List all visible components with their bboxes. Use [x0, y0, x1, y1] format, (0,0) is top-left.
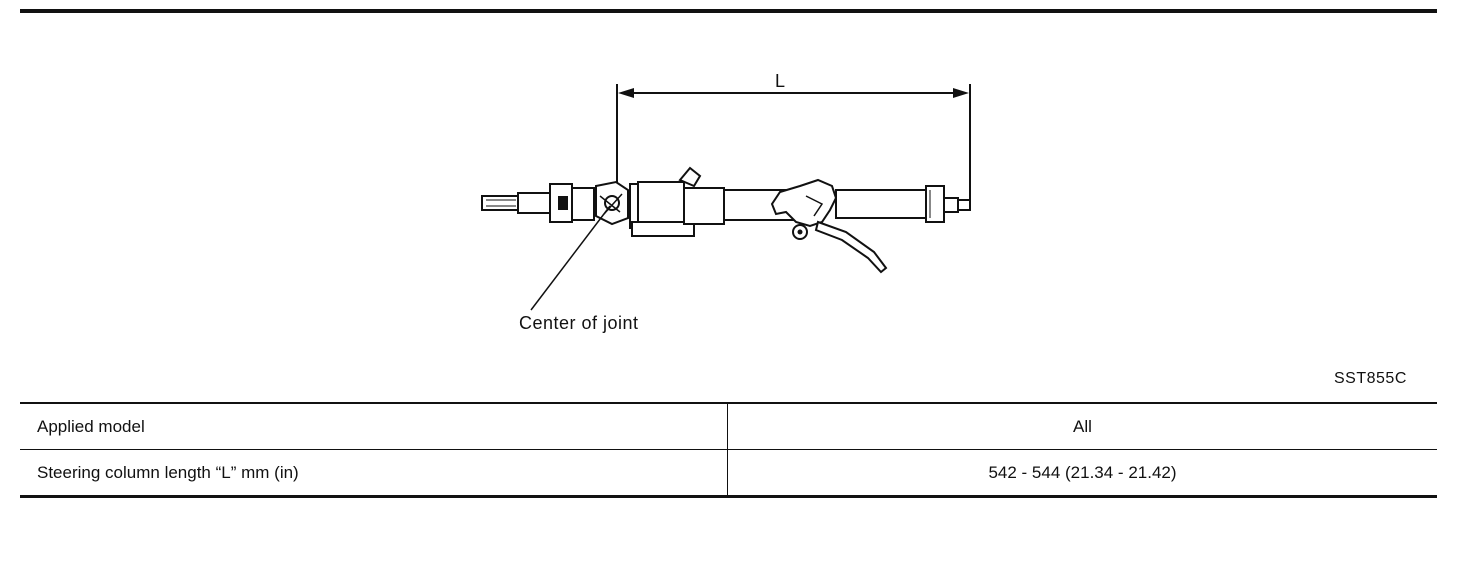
row-label: Steering column length “L” mm (in) — [20, 449, 728, 498]
center-of-joint-callout: Center of joint — [519, 313, 639, 333]
row-value: 542 - 544 (21.34 - 21.42) — [727, 449, 1437, 498]
top-rule — [20, 9, 1437, 13]
row-value: All — [727, 402, 1437, 450]
figure-code: SST855C — [1334, 370, 1407, 387]
steering-column-drawing — [481, 84, 971, 311]
table-row: Applied model All — [20, 402, 1437, 450]
steering-column-illustration — [470, 60, 990, 340]
table-row: Steering column length “L” mm (in) 542 -… — [20, 449, 1437, 498]
dimension-label-l: L — [775, 71, 786, 91]
row-label: Applied model — [20, 402, 728, 450]
spec-table: Applied model All Steering column length… — [20, 402, 1437, 498]
